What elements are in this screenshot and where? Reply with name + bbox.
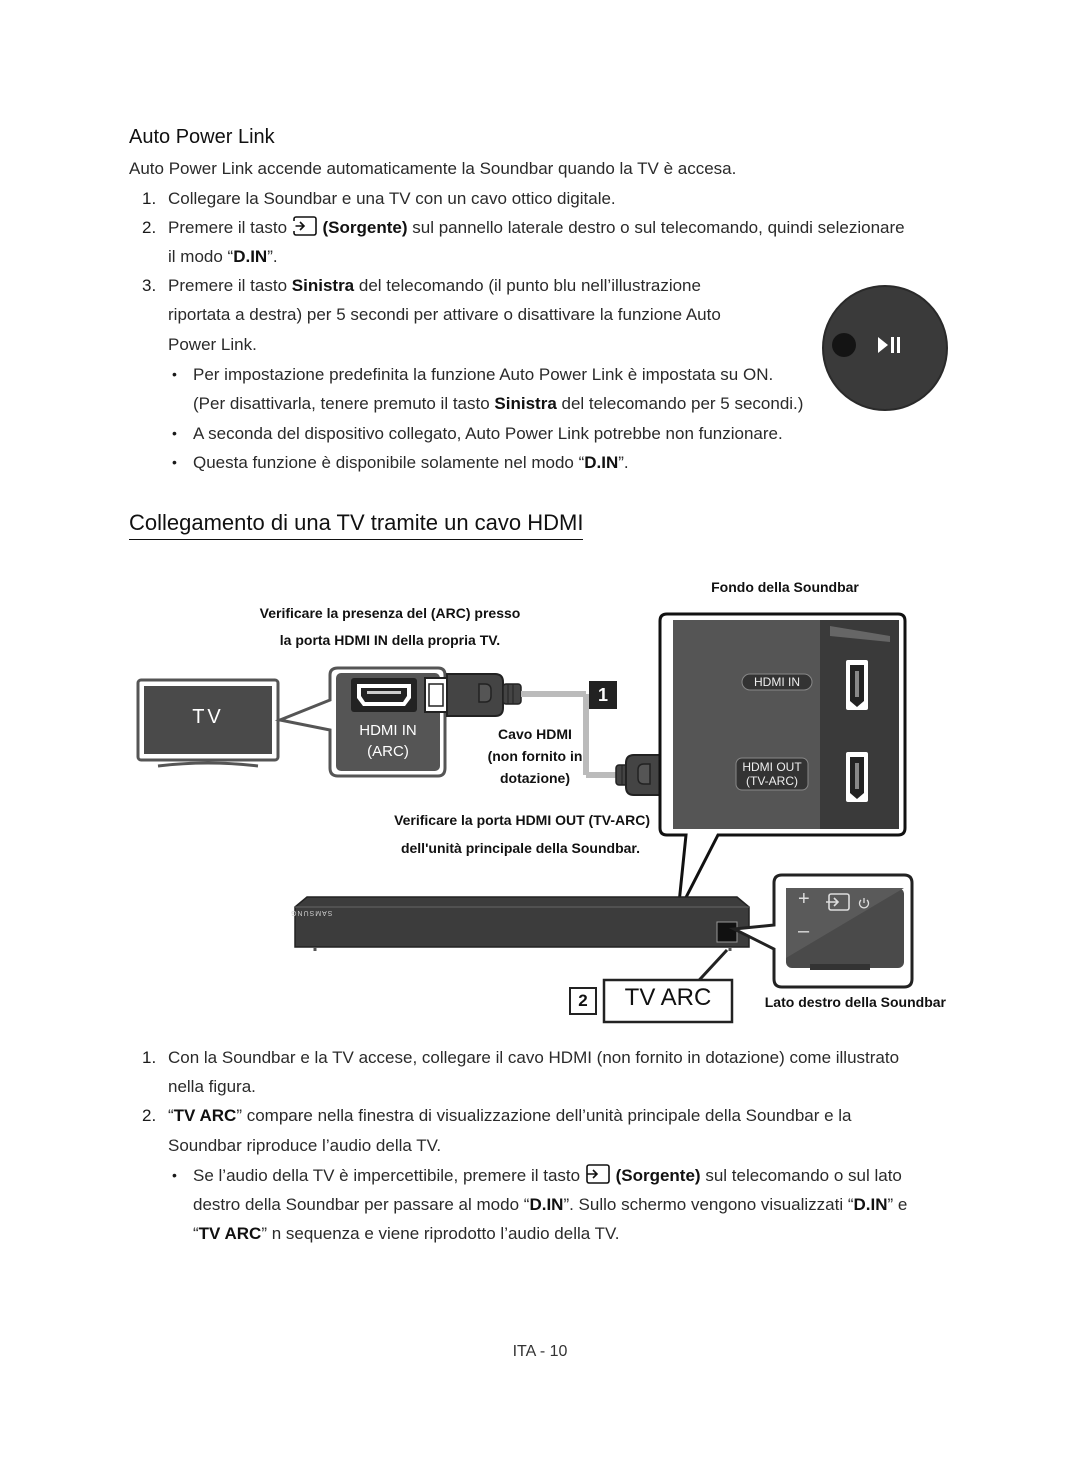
step-number: 3. [142,276,157,295]
step-text-cont: Soundbar riproduce l’audio della TV. [168,1136,442,1155]
soundbar-side-panel [728,873,914,989]
bullet-dot: • [172,366,177,382]
step-text-cont: il modo “D.IN”. [168,247,278,266]
tv-port-label: HDMI IN(ARC) [359,722,417,760]
source-icon [585,1163,611,1194]
step-text: Premere il tasto (Sorgente) sul pannello… [168,213,905,246]
label-check-arc-2: la porta HDMI IN della propria TV. [279,632,501,648]
step-text-cont: nella figura. [168,1077,256,1096]
step1-badge: 1 [597,685,608,705]
soundbar-brand: SAMSUNG [290,909,333,916]
bullet-dot: • [172,425,177,441]
hdmi-cable-tv-end [424,673,522,717]
label-soundbar-bottom: Fondo della Soundbar [711,579,859,595]
soundbar-hdmi-in-port [846,660,868,710]
step-number: 1. [142,1048,157,1067]
step-text-cont: riportata a destra) per 5 secondi per at… [168,305,721,324]
side-panel-power-icon [858,896,870,914]
bullet-text: A seconda del dispositivo collegato, Aut… [193,424,783,443]
tv-label: TV [192,706,224,728]
tv-arc-display-text: TV ARC [624,984,712,1011]
bullet-text-cont: (Per disattivarla, tenere premuto il tas… [193,394,804,413]
bullet-text-cont: “TV ARC” n sequenza e viene riprodotto l… [193,1224,620,1243]
remote-illustration [820,283,950,418]
bullet-dot: • [172,1167,177,1183]
soundbar-bottom-panel [658,612,907,914]
step-text: “TV ARC” compare nella finestra di visua… [168,1106,852,1125]
intro-text: Auto Power Link accende automaticamente … [129,159,737,178]
port-label-hdmi-out: HDMI OUT(TV-ARC) [742,760,802,788]
step2-badge: 2 [578,991,588,1010]
step-number: 1. [142,189,157,208]
section-heading-hdmi: Collegamento di una TV tramite un cavo H… [129,510,584,540]
step-number: 2. [142,218,157,237]
soundbar-hdmi-out-port [846,752,868,802]
step-text-cont: Power Link. [168,335,257,354]
bullet-text: Per impostazione predefinita la funzione… [193,365,774,384]
side-panel-minus: – [798,920,810,942]
port-label-hdmi-in: HDMI IN [754,675,800,689]
left-button-dot [832,333,856,357]
tv-arc-display [602,978,734,1024]
step-number: 2. [142,1106,157,1125]
side-panel-source-icon [826,892,852,917]
step-text: Collegare la Soundbar e una TV con un ca… [168,189,616,208]
label-check-out-1: Verificare la porta HDMI OUT (TV-ARC) [394,812,650,828]
label-check-out-2: dell'unità principale della Soundbar. [400,840,640,856]
bullet-text: Se l’audio della TV è impercettibile, pr… [193,1161,902,1194]
section-heading-auto-power-link: Auto Power Link [129,126,275,148]
step-text: Premere il tasto Sinistra del telecomand… [168,276,701,295]
hdmi-diagram: Fondo della Soundbar Verificare la prese… [130,570,950,1030]
label-check-arc-1: Verificare la presenza del (ARC) presso [259,605,521,621]
bullet-text-cont: destro della Soundbar per passare al mod… [193,1195,908,1214]
label-soundbar-right-side: Lato destro della Soundbar [764,994,946,1010]
tv-illustration [136,678,280,768]
page-number: ITA - 10 [512,1343,568,1360]
bullet-text: Questa funzione è disponibile solamente … [193,453,629,472]
step-text: Con la Soundbar e la TV accese, collegar… [168,1048,900,1067]
bullet-dot: • [172,454,177,470]
side-panel-plus: + [798,888,810,910]
soundbar-display-window [716,921,738,943]
tv-hdmi-port [351,678,417,712]
soundbar-illustration [294,896,750,951]
source-icon [292,215,318,246]
